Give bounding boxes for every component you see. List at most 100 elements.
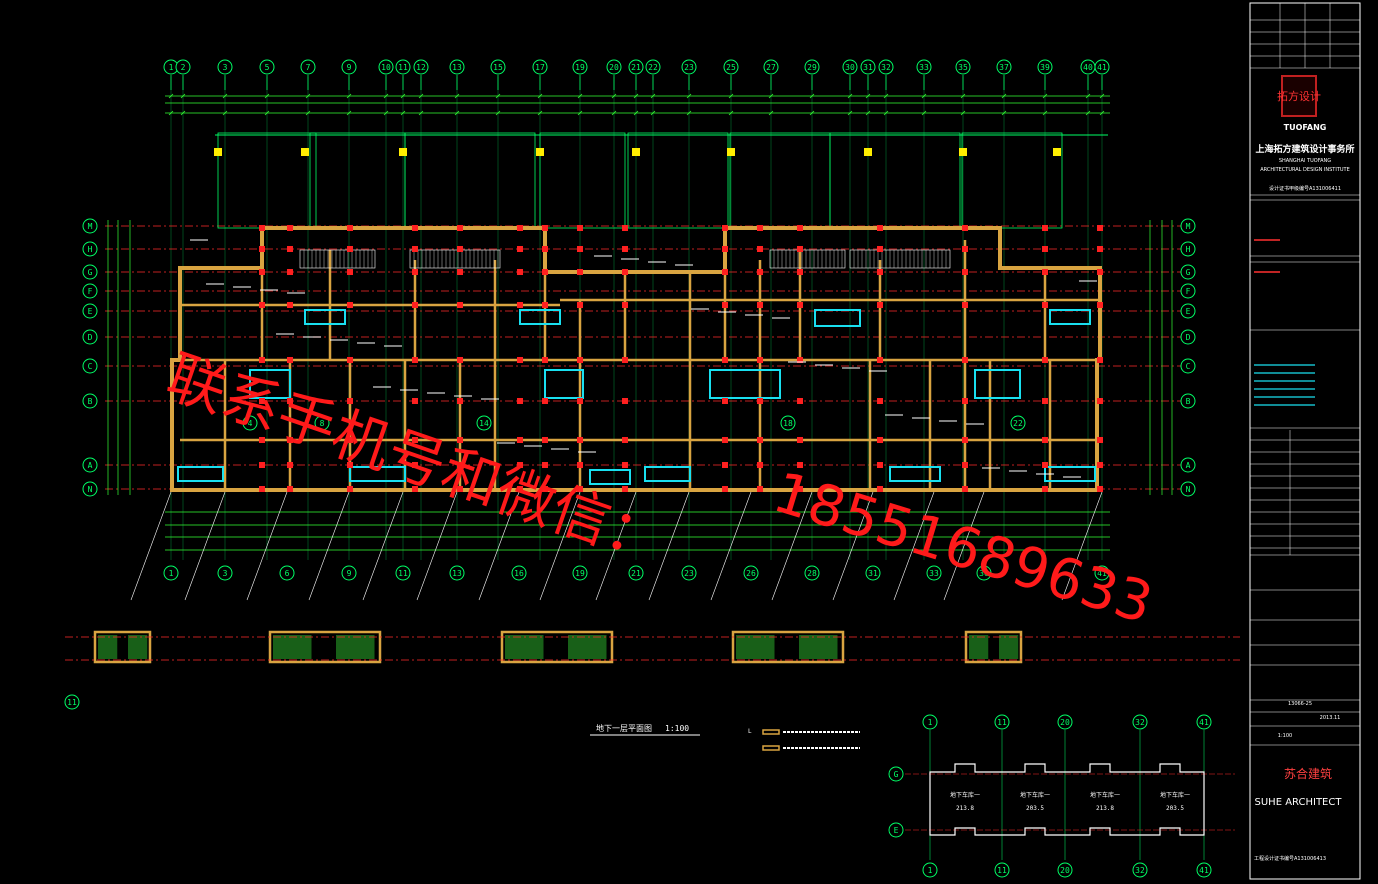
column <box>412 269 418 275</box>
grid-bubble-row-right-circle <box>1180 241 1196 257</box>
column <box>622 225 628 231</box>
key-bubble-bottom-label: 32 <box>1135 866 1145 875</box>
leader-line <box>184 491 226 601</box>
grid-bubble-row-right-label: E <box>1186 307 1191 316</box>
grid-bubble-row-left-circle <box>82 218 98 234</box>
basement-hatch <box>98 635 118 659</box>
column <box>622 246 628 252</box>
column <box>259 437 265 443</box>
grid-bubble-row-right-label: F <box>1186 287 1191 296</box>
window <box>889 466 941 482</box>
basement-hatch <box>568 635 607 659</box>
leader-line <box>539 491 581 601</box>
column <box>877 357 883 363</box>
leader-line <box>648 491 690 601</box>
grid-bubble-top-label: 17 <box>535 63 545 72</box>
column <box>517 269 523 275</box>
callout-bubble-circle <box>314 415 330 431</box>
dim-tick <box>686 93 692 99</box>
dim-tick <box>633 110 639 116</box>
column <box>1042 398 1048 404</box>
grid-bubble-top-circle <box>300 59 316 75</box>
column <box>622 486 628 492</box>
column <box>577 246 583 252</box>
grid-bubble-top-circle <box>395 59 411 75</box>
column <box>517 302 523 308</box>
grid-bubble-top-label: 39 <box>1040 63 1050 72</box>
column <box>259 398 265 404</box>
basement-hatch <box>969 635 989 659</box>
dim-tick <box>418 110 424 116</box>
window <box>349 466 406 482</box>
dim-tick <box>1085 110 1091 116</box>
dim-tick <box>960 110 966 116</box>
dim-tick <box>264 110 270 116</box>
column <box>622 462 628 468</box>
key-unit-name: 地下车库一 <box>1020 791 1050 799</box>
grid-bubble-top-circle <box>259 59 275 75</box>
grid-bubble-bottom-circle <box>572 565 588 581</box>
column <box>577 398 583 404</box>
column <box>877 462 883 468</box>
grid-bubble-bottom-label: 6 <box>285 569 290 578</box>
grid-bubble-bottom-circle <box>681 565 697 581</box>
column <box>962 437 968 443</box>
grid-bubble-row-left-label: C <box>88 362 93 371</box>
grid-bubble-top-circle <box>681 59 697 75</box>
grid-bubble-top-label: 33 <box>919 63 929 72</box>
column <box>877 437 883 443</box>
dim-tick <box>921 110 927 116</box>
column <box>797 357 803 363</box>
dim-tick <box>305 93 311 99</box>
column <box>259 486 265 492</box>
grid-bubble-bottom-circle <box>163 565 179 581</box>
key-plan: 111111202032324141GE地下车库一213.8地下车库一203.5… <box>888 714 1235 878</box>
dim-tick <box>400 93 406 99</box>
column <box>797 269 803 275</box>
column <box>1097 437 1103 443</box>
grid-bubble-top-circle <box>628 59 644 75</box>
key-outline <box>929 763 1205 836</box>
grid-bubble-top-label: 2 <box>181 63 186 72</box>
firm-name-en-2: ARCHITECTURAL DESIGN INSTITUTE <box>1260 167 1350 173</box>
column <box>412 302 418 308</box>
callout-bubble-label: 8 <box>320 419 325 428</box>
grid-bubble-row-right-circle <box>1180 264 1196 280</box>
column <box>1042 246 1048 252</box>
key-unit-area: 203.5 <box>1026 805 1044 812</box>
dim-tick <box>346 93 352 99</box>
grid-bubble-row-right-label: D <box>1186 333 1191 342</box>
grid-bubble-row-right-label: C <box>1186 362 1191 371</box>
drawing-number: 13066-25 <box>1288 701 1312 707</box>
grid-bubble-row-left-circle <box>82 329 98 345</box>
grid-bubble-top-circle <box>996 59 1012 75</box>
column <box>259 269 265 275</box>
grid-bubble-row-left-label: F <box>88 287 93 296</box>
leader-line <box>308 491 350 601</box>
grid-bubble-row-left-circle <box>82 457 98 473</box>
column <box>962 269 968 275</box>
column <box>722 357 728 363</box>
column <box>962 462 968 468</box>
column <box>797 462 803 468</box>
grid-bubble-top-label: 21 <box>631 63 641 72</box>
grid-bubble-top-label: 10 <box>381 63 391 72</box>
callout-bubble-circle <box>242 415 258 431</box>
column <box>577 437 583 443</box>
callout-bubble-label: 22 <box>1013 419 1023 428</box>
section-marker <box>214 148 222 156</box>
grid-bubble-row-left-label: M <box>88 222 93 231</box>
callout-bubble-label: 4 <box>248 419 253 428</box>
column <box>622 302 628 308</box>
basement-wall <box>500 630 614 664</box>
grid-bubble-bottom-circle <box>1094 565 1110 581</box>
grid-bubble-top-label: 3 <box>223 63 228 72</box>
legend-swatch <box>762 729 780 735</box>
dim-tick <box>728 93 734 99</box>
partner-cert: 工程设计证书编号A131006413 <box>1254 855 1326 862</box>
column <box>797 246 803 252</box>
grid-bubble-top-label: 5 <box>265 63 270 72</box>
column <box>962 225 968 231</box>
